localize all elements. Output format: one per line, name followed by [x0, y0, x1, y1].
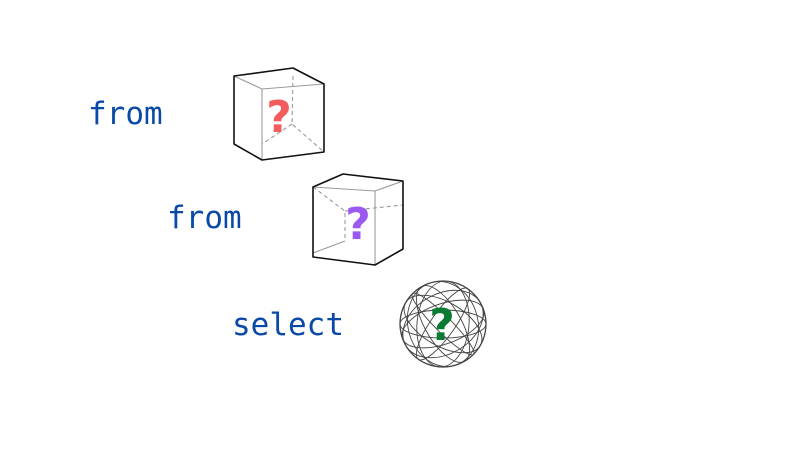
sphere-wireframe: [399, 280, 487, 368]
cube-icon: ?: [312, 173, 404, 266]
question-mark: ?: [429, 300, 455, 351]
cube-hidden-edge: [344, 204, 404, 212]
cube-outline: [233, 67, 325, 161]
question-mark: ?: [266, 92, 292, 143]
cube-hidden-edge: [312, 186, 346, 241]
cube-inner-edge: [233, 75, 325, 90]
cube-inner-edge: [312, 180, 404, 192]
question-mark: ?: [345, 199, 371, 250]
cube-hidden-edge: [291, 75, 325, 153]
sphere-icon: ?: [399, 280, 487, 368]
keyword-from-2: from: [167, 200, 242, 236]
cube-outline: [312, 173, 404, 266]
cube-inner-edge: [312, 240, 346, 254]
keyword-from-1: from: [88, 96, 163, 132]
cube-hidden-edge: [261, 123, 293, 145]
cube-icon: ?: [233, 67, 325, 161]
keyword-select: select: [232, 307, 344, 343]
